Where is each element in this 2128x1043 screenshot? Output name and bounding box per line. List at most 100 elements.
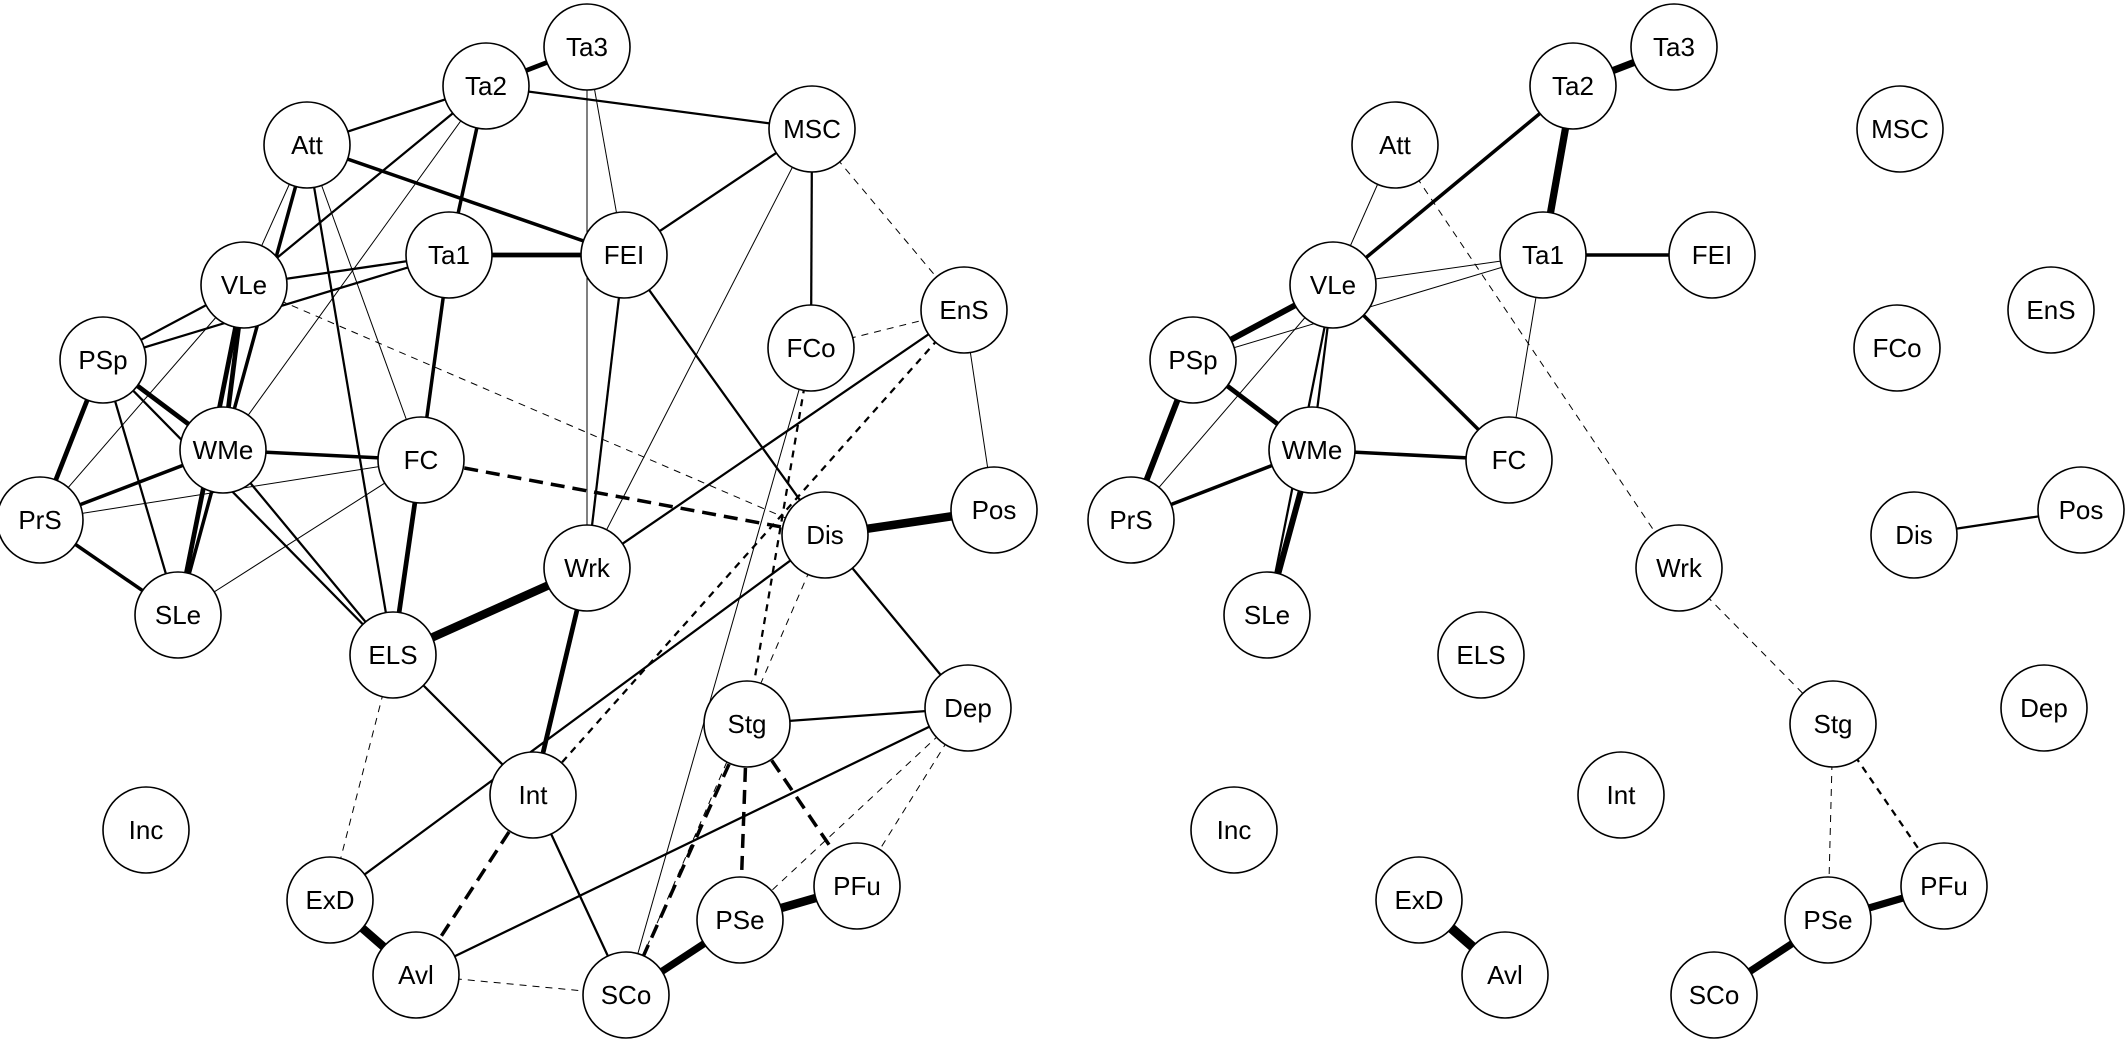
- node-fei: FEI: [580, 211, 668, 299]
- edge-dis-sco: [625, 534, 826, 996]
- node-label: Ta2: [1552, 71, 1594, 101]
- node-fco: FCo: [767, 304, 855, 392]
- node-label: FCo: [1872, 333, 1921, 363]
- node-ta1: Ta1: [405, 211, 493, 299]
- edge-vle-prs: [1130, 284, 1334, 521]
- node-label: Ta3: [1653, 32, 1695, 62]
- node-prs: PrS: [1087, 476, 1175, 564]
- node-circle: [1668, 211, 1756, 299]
- edge-att-els: [305, 144, 395, 656]
- node-circle: [950, 466, 1038, 554]
- edges-left: [37, 44, 995, 999]
- node-label: Avl: [1487, 960, 1523, 990]
- node-label: SLe: [1244, 600, 1290, 630]
- node-avl: Avl: [1461, 931, 1549, 1019]
- node-label: SCo: [1689, 980, 1740, 1010]
- node-circle: [1784, 876, 1872, 964]
- node-pse: PSe: [696, 876, 784, 964]
- node-circle: [1351, 101, 1439, 189]
- node-circle: [1900, 842, 1988, 930]
- node-label: Stg: [1813, 709, 1852, 739]
- edge-fc-sle: [177, 459, 422, 616]
- node-circle: [1670, 951, 1758, 1039]
- node-circle: [543, 524, 631, 612]
- node-label: Int: [519, 780, 549, 810]
- node-circle: [1268, 406, 1356, 494]
- node-dep: Dep: [2000, 664, 2088, 752]
- node-label: Avl: [398, 960, 434, 990]
- node-sle: SLe: [1223, 571, 1311, 659]
- node-circle: [1635, 524, 1723, 612]
- node-sco: SCo: [1670, 951, 1758, 1039]
- node-circle: [102, 786, 190, 874]
- node-ta1: Ta1: [1499, 211, 1587, 299]
- node-label: PFu: [1920, 871, 1968, 901]
- node-label: PrS: [1109, 505, 1152, 535]
- node-circle: [372, 931, 460, 1019]
- node-wme: WMe: [179, 406, 267, 494]
- node-circle: [349, 611, 437, 699]
- node-circle: [696, 876, 784, 964]
- node-int: Int: [1577, 751, 1665, 839]
- node-label: Ta1: [1522, 240, 1564, 270]
- node-circle: [286, 856, 374, 944]
- edge-stg-sco: [624, 723, 749, 996]
- node-circle: [920, 266, 1008, 354]
- node-dis: Dis: [781, 491, 869, 579]
- node-label: VLe: [221, 270, 267, 300]
- node-circle: [1149, 316, 1237, 404]
- node-exd: ExD: [1375, 856, 1463, 944]
- node-circle: [134, 571, 222, 659]
- node-circle: [1499, 211, 1587, 299]
- node-int: Int: [489, 751, 577, 839]
- node-circle: [377, 416, 465, 504]
- node-psp: PSp: [59, 316, 147, 404]
- edge-ta2-vle: [243, 85, 487, 286]
- node-label: Inc: [129, 815, 164, 845]
- node-label: SCo: [601, 980, 652, 1010]
- edge-att-fc: [306, 144, 422, 461]
- node-label: PrS: [18, 505, 61, 535]
- node-dep: Dep: [924, 664, 1012, 752]
- node-label: Int: [1607, 780, 1637, 810]
- node-ens: EnS: [2007, 266, 2095, 354]
- node-att: Att: [1351, 101, 1439, 189]
- edge-vle-prs: [39, 284, 245, 521]
- node-dis: Dis: [1870, 491, 1958, 579]
- node-sle: SLe: [134, 571, 222, 659]
- node-circle: [1223, 571, 1311, 659]
- node-label: PFu: [833, 871, 881, 901]
- node-circle: [1465, 416, 1553, 504]
- node-label: Dep: [2020, 693, 2068, 723]
- edge-wme-els: [222, 449, 394, 656]
- edge-dis-exd: [329, 534, 826, 901]
- node-circle: [2037, 466, 2125, 554]
- node-inc: Inc: [1190, 786, 1278, 874]
- node-circle: [405, 211, 493, 299]
- node-label: FCo: [786, 333, 835, 363]
- node-circle: [1870, 491, 1958, 579]
- edge-fei-dis: [623, 254, 826, 536]
- node-circle: [59, 316, 147, 404]
- node-circle: [580, 211, 668, 299]
- node-circle: [1289, 241, 1377, 329]
- edge-psp-sle: [101, 359, 180, 616]
- node-circle: [767, 304, 855, 392]
- node-label: Pos: [972, 495, 1017, 525]
- node-circle: [1087, 476, 1175, 564]
- node-circle: [813, 842, 901, 930]
- node-label: Dep: [944, 693, 992, 723]
- edge-att-fei: [306, 143, 625, 257]
- node-circle: [703, 680, 791, 768]
- node-label: Inc: [1217, 815, 1252, 845]
- node-ens: EnS: [920, 266, 1008, 354]
- node-label: PSe: [1803, 905, 1852, 935]
- node-label: Stg: [727, 709, 766, 739]
- node-fco: FCo: [1853, 304, 1941, 392]
- node-label: ExD: [1394, 885, 1443, 915]
- node-prs: PrS: [0, 476, 84, 564]
